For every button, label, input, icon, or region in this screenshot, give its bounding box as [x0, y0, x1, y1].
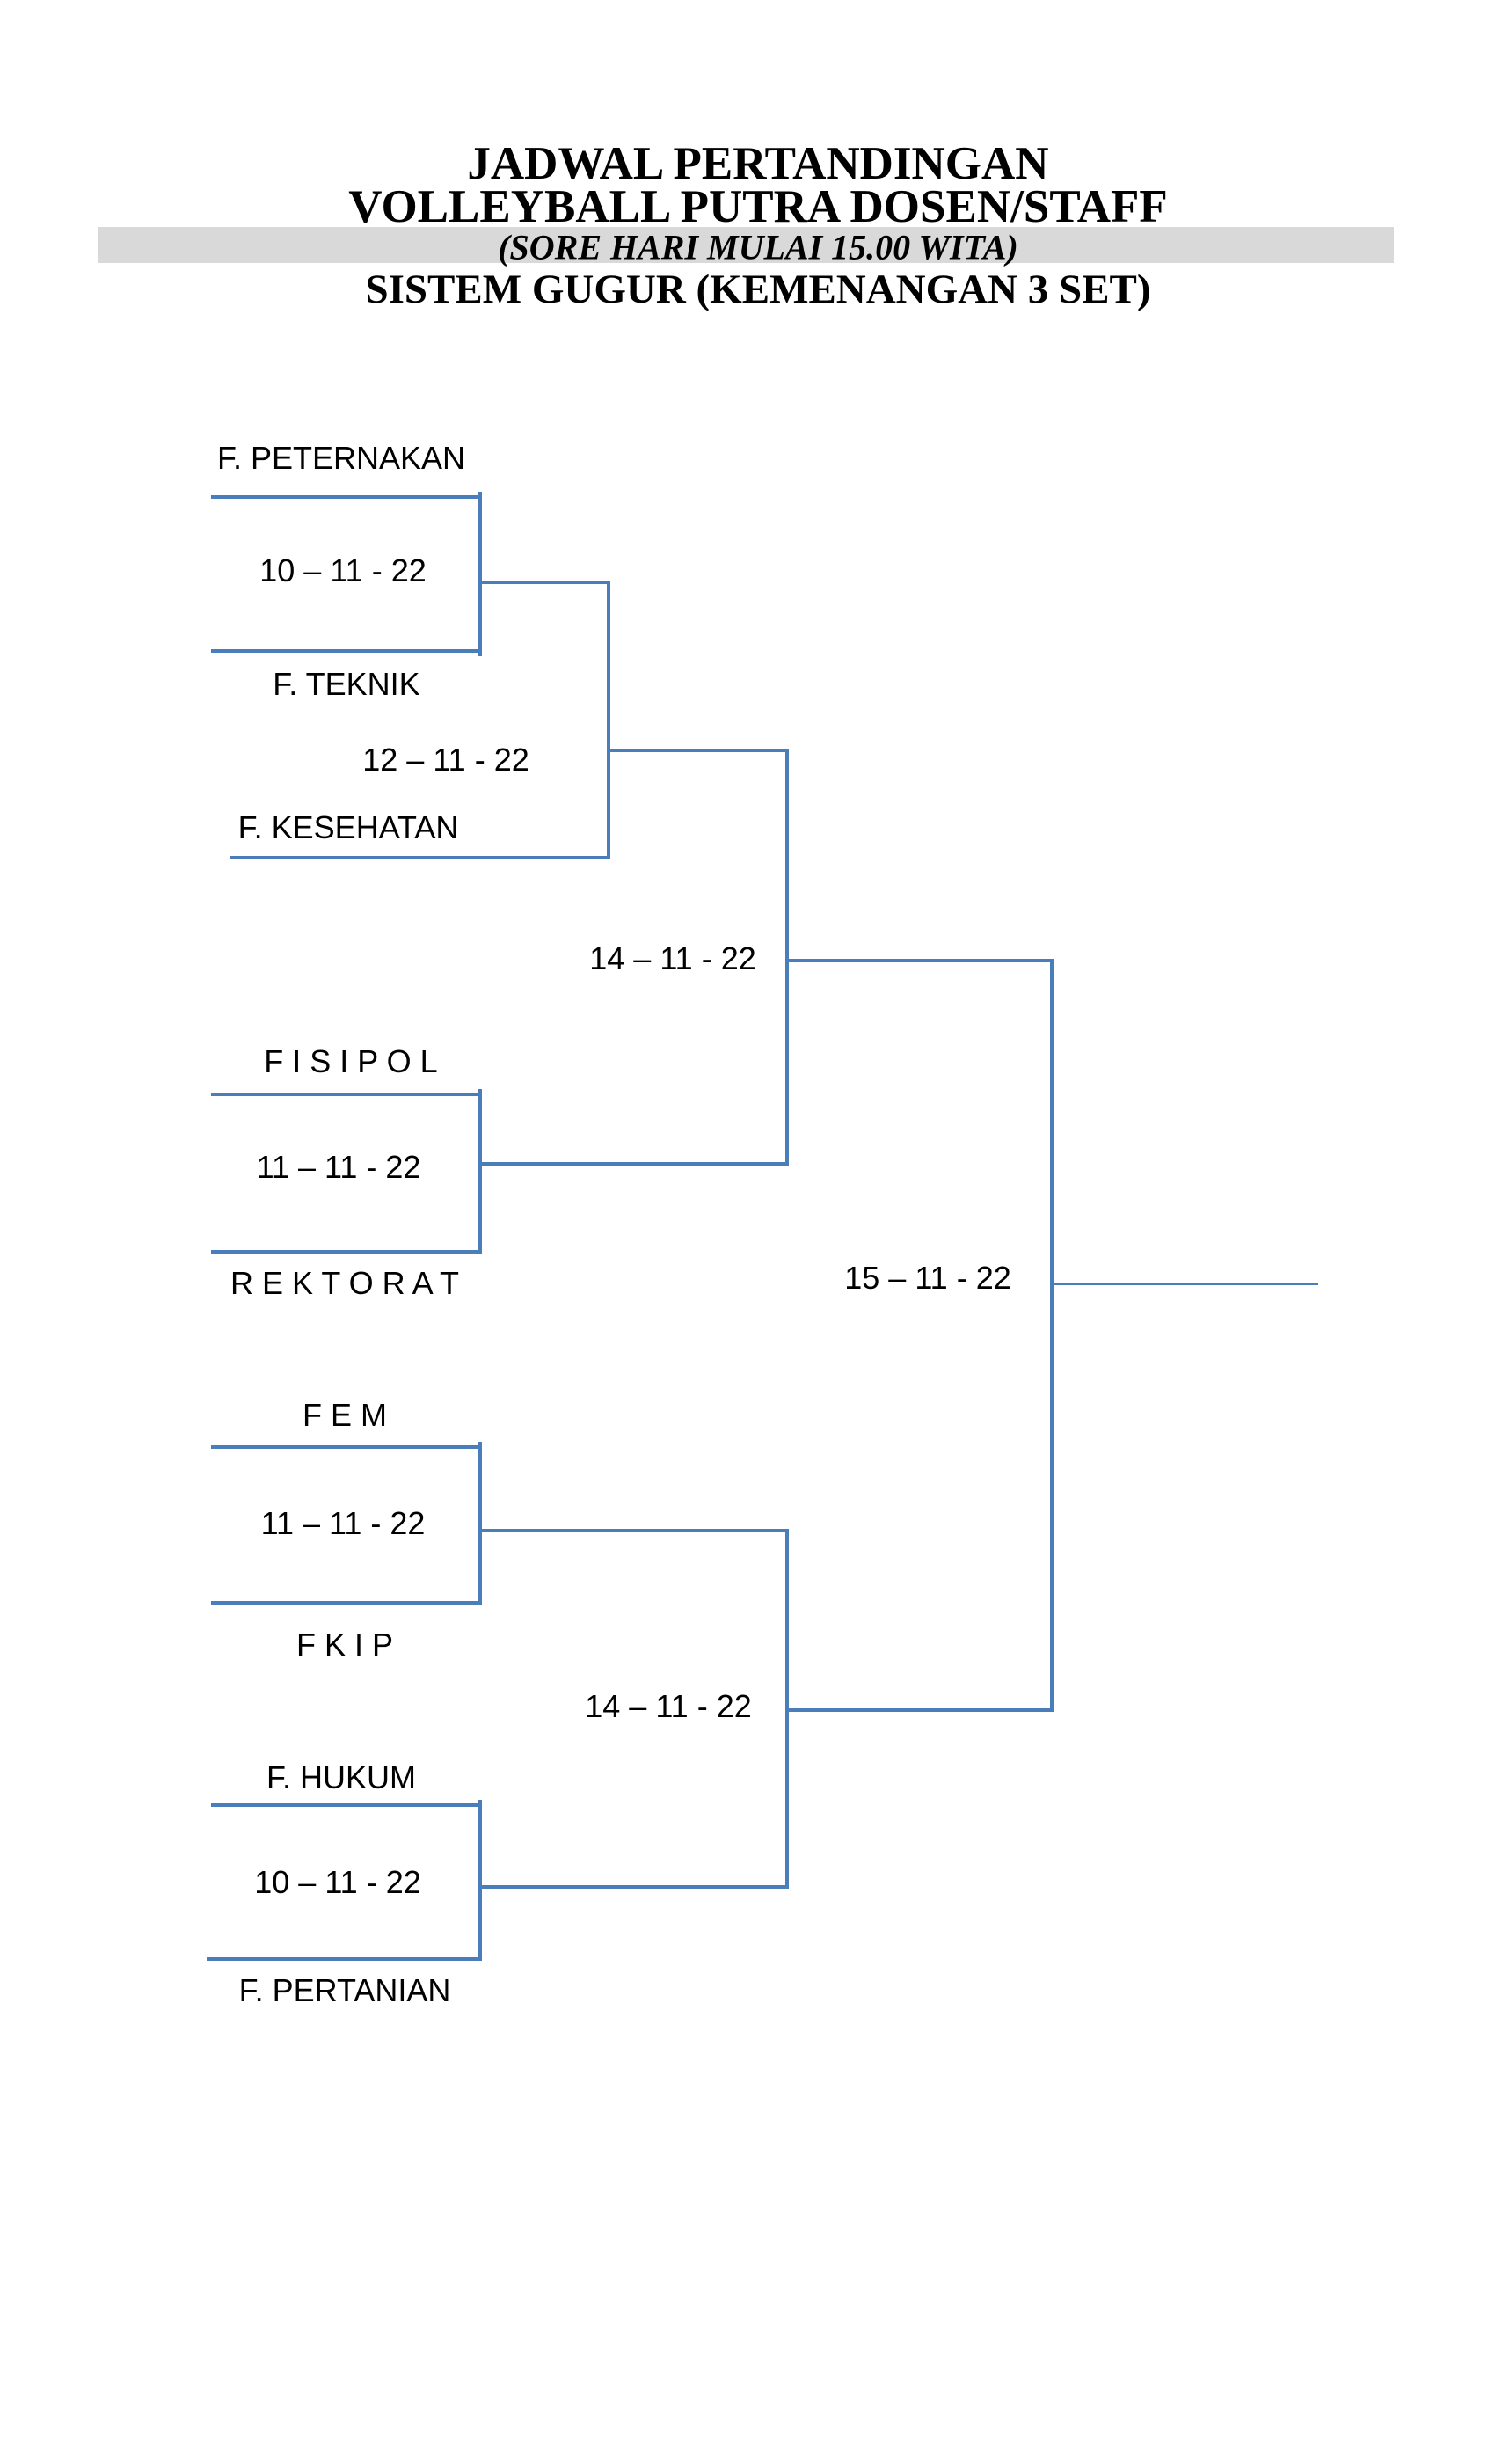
bracket-spur-match5-winner — [482, 1885, 789, 1889]
bracket-vertical-match5 — [478, 1800, 482, 1961]
bracket-line-pertanian — [207, 1957, 482, 1961]
team-label-kesehatan: F. KESEHATAN — [237, 809, 459, 845]
bracket-spur-match4-winner — [482, 1529, 789, 1532]
bracket-vertical-match2 — [607, 581, 610, 859]
bracket-vertical-match4 — [478, 1442, 482, 1605]
bracket-line-rektorat — [211, 1250, 482, 1254]
team-label-pertanian: F. PERTANIAN — [238, 1972, 451, 2008]
bracket-spur-match3-winner — [482, 1162, 789, 1166]
match-date-round1-match5: 10 – 11 - 22 — [254, 1864, 421, 1900]
team-label-rektorat: R E K T O R A T — [230, 1265, 460, 1301]
bracket-vertical-semifinal-bottom — [785, 1529, 789, 1888]
bracket-spur-semifinal-bottom-winner — [789, 1708, 1054, 1712]
bracket-spur-match2-winner — [610, 749, 789, 752]
team-label-peternakan: F. PETERNAKAN — [216, 440, 466, 476]
bracket-spur-semifinal-top-winner — [789, 959, 1054, 962]
document-title-note: (SORE HARI MULAI 15.00 WITA) — [498, 227, 1018, 267]
bracket-spur-final-winner — [1054, 1283, 1318, 1285]
bracket-vertical-final — [1050, 959, 1054, 1712]
match-date-round1-match1: 10 – 11 - 22 — [259, 552, 427, 589]
match-date-round1-match3: 11 – 11 - 22 — [256, 1149, 421, 1185]
bracket-vertical-match3 — [478, 1089, 482, 1254]
match-date-final: 15 – 11 - 22 — [844, 1260, 1011, 1296]
team-label-fkip: F K I P — [295, 1627, 394, 1663]
bracket-line-teknik — [211, 649, 482, 653]
match-date-semifinal-top: 14 – 11 - 22 — [589, 940, 756, 976]
bracket-line-peternakan — [211, 495, 482, 499]
team-label-fisipol: F I S I P O L — [264, 1043, 438, 1079]
bracket-line-kesehatan — [230, 856, 610, 859]
bracket-line-hukum — [211, 1803, 482, 1807]
match-date-round2-match2: 12 – 11 - 22 — [362, 742, 529, 778]
highlight-band — [98, 227, 1394, 263]
document-title-line3: SISTEM GUGUR (KEMENANGAN 3 SET) — [365, 267, 1151, 312]
bracket-line-fem — [211, 1445, 482, 1449]
team-label-fem: F E M — [303, 1397, 387, 1433]
bracket-line-fkip — [211, 1601, 482, 1605]
bracket-vertical-semifinal-top — [785, 749, 789, 1166]
bracket-vertical-match1 — [478, 492, 482, 656]
match-date-semifinal-bottom: 14 – 11 - 22 — [585, 1688, 752, 1724]
team-label-teknik: F. TEKNIK — [273, 666, 420, 702]
document-title-line1: JADWAL PERTANDINGAN — [467, 138, 1049, 189]
document-title-line2: VOLLEYBALL PUTRA DOSEN/STAFF — [348, 181, 1168, 232]
match-date-round1-match4: 11 – 11 - 22 — [260, 1505, 426, 1541]
team-label-hukum: F. HUKUM — [266, 1759, 416, 1795]
bracket-spur-match1-winner — [482, 581, 609, 584]
bracket-line-fisipol — [211, 1093, 482, 1096]
